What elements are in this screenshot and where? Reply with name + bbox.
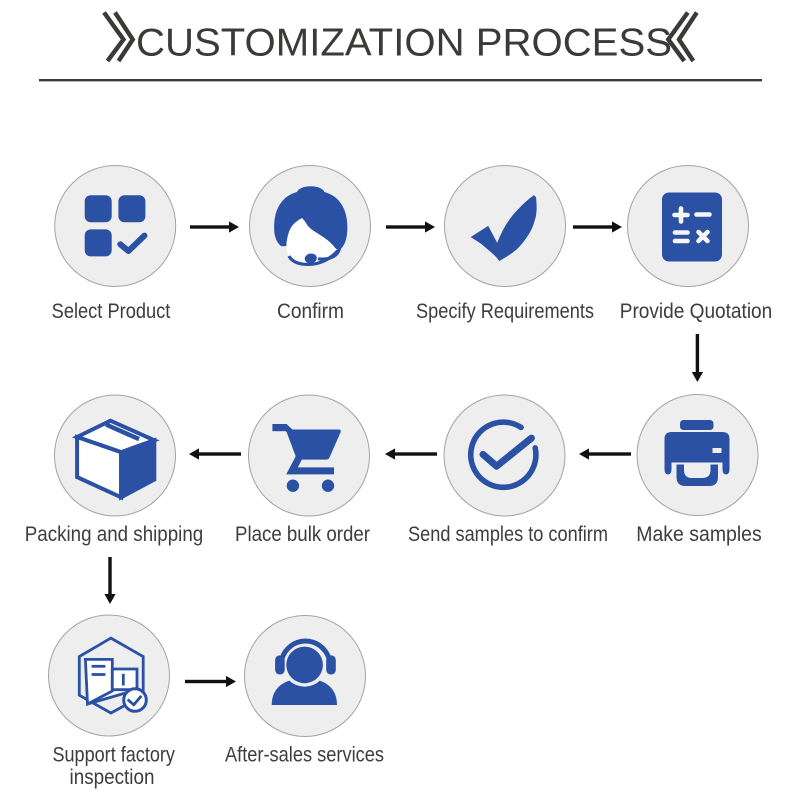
svg-text:Support factory: Support factory: [52, 743, 175, 767]
svg-text:Make samples: Make samples: [636, 522, 762, 546]
svg-text:inspection: inspection: [70, 765, 155, 789]
svg-text:Packing and shipping: Packing and shipping: [25, 522, 204, 546]
svg-text:After-sales services: After-sales services: [225, 743, 384, 767]
svg-text:Confirm: Confirm: [277, 299, 344, 323]
svg-text:Specify Requirements: Specify Requirements: [416, 299, 594, 323]
svg-text:Select Product: Select Product: [52, 299, 171, 323]
svg-text:Provide Quotation: Provide Quotation: [620, 299, 773, 323]
svg-text:Send samples to confirm: Send samples to confirm: [408, 522, 608, 546]
svg-text:CUSTOMIZATION PROCESS: CUSTOMIZATION PROCESS: [136, 22, 672, 65]
svg-text:Place bulk order: Place bulk order: [235, 522, 370, 546]
